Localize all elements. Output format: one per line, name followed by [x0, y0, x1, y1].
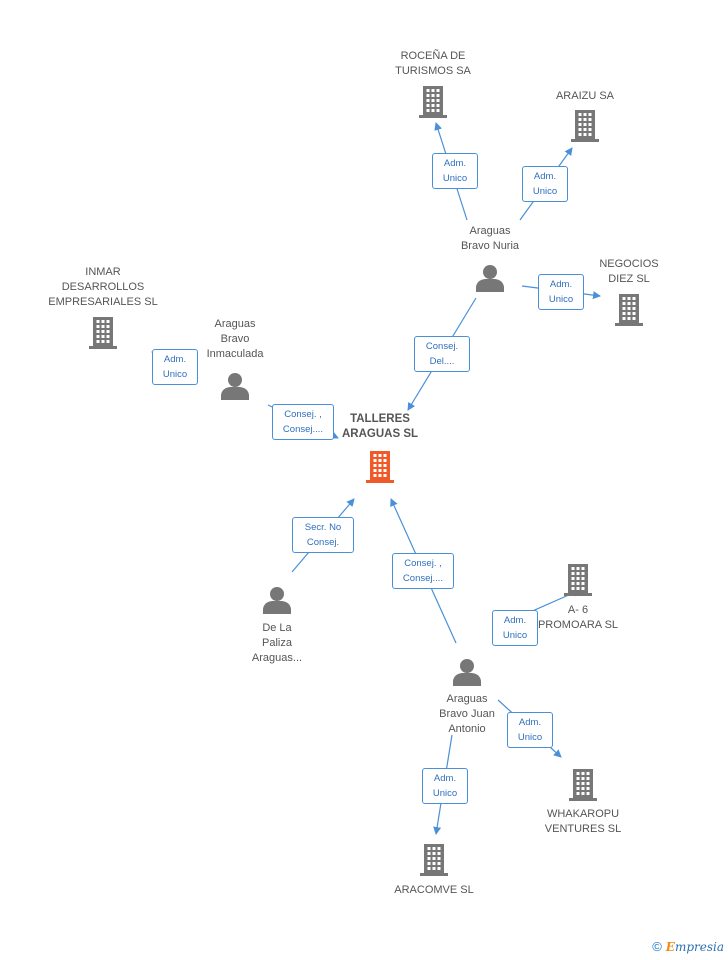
- building-icon[interactable]: [615, 294, 643, 326]
- building-icon[interactable]: [419, 86, 447, 118]
- edge-label-juan-talleres[interactable]: Consej. , Consej....: [392, 553, 454, 589]
- node-label-line: Bravo Nuria: [460, 240, 520, 252]
- edge-label-line: Unico: [432, 788, 458, 799]
- edge-label-line: Unico: [517, 732, 543, 743]
- node-label-line: DESARROLLOS: [61, 281, 145, 293]
- edge-label-inmaculada-talleres[interactable]: Consej. , Consej....: [272, 404, 334, 440]
- node-label-line: ARAGUAS SL: [341, 428, 419, 440]
- node-label-line: De La: [262, 622, 292, 634]
- node-label-aracomve[interactable]: ARACOMVE SL: [354, 883, 514, 898]
- node-label-line: WHAKAROPU: [546, 808, 620, 820]
- edge-label-line: Consej.: [425, 341, 459, 352]
- node-label-a6[interactable]: A- 6 PROMOARA SL: [498, 603, 658, 633]
- edge-label-line: Unico: [442, 173, 468, 184]
- building-icon[interactable]: [366, 451, 394, 483]
- building-icon[interactable]: [564, 564, 592, 596]
- edge-label-line: Secr. No: [304, 522, 342, 533]
- edge-label-juan-aracomve[interactable]: Adm. Unico: [422, 768, 468, 804]
- node-label-line: PROMOARA SL: [537, 619, 619, 631]
- edge-label-line: Consej.: [306, 537, 340, 548]
- node-label-line: Araguas: [214, 318, 256, 330]
- person-icon[interactable]: [476, 265, 504, 292]
- node-label-line: Araguas...: [251, 652, 303, 664]
- node-label-line: VENTURES SL: [544, 823, 622, 835]
- edge-label-line: Consej....: [402, 573, 444, 584]
- edge-label-line: Unico: [502, 630, 528, 641]
- building-icon[interactable]: [420, 844, 448, 876]
- node-label-line: ROCEÑA DE: [400, 50, 466, 62]
- node-label-line: TURISMOS SA: [395, 65, 471, 77]
- edge-label-line: Del....: [429, 356, 455, 367]
- edge-label-line: Unico: [532, 186, 558, 197]
- node-label-line: DIEZ SL: [608, 273, 650, 285]
- edge-label-nuria-rocena[interactable]: Adm. Unico: [432, 153, 478, 189]
- edge-label-line: Adm.: [443, 158, 467, 169]
- node-label-line: EMPRESARIALES SL: [48, 296, 158, 308]
- edge-label-line: Adm.: [533, 171, 557, 182]
- node-label-araizu[interactable]: ARAIZU SA: [505, 89, 665, 104]
- node-label-line: Inmaculada: [206, 348, 264, 360]
- node-label-line: Bravo: [220, 333, 250, 345]
- edge-label-line: Consej....: [282, 424, 324, 435]
- node-label-line: Antonio: [448, 723, 486, 735]
- person-icon[interactable]: [221, 373, 249, 400]
- edge-label-line: Unico: [548, 294, 574, 305]
- node-label-line: A- 6: [567, 604, 589, 616]
- building-icon[interactable]: [89, 317, 117, 349]
- node-label-line: NEGOCIOS: [599, 258, 659, 270]
- edge-label-juan-whakaropu[interactable]: Adm. Unico: [507, 712, 553, 748]
- node-label-line: ARAIZU SA: [555, 90, 615, 102]
- building-icon[interactable]: [569, 769, 597, 801]
- node-label-negocios[interactable]: NEGOCIOS DIEZ SL: [549, 257, 709, 287]
- edge-label-inmaculada-inmar[interactable]: Adm. Unico: [152, 349, 198, 385]
- person-icon[interactable]: [263, 587, 291, 614]
- node-label-line: INMAR: [85, 266, 121, 278]
- edge-label-nuria-araizu[interactable]: Adm. Unico: [522, 166, 568, 202]
- node-label-rocena[interactable]: ROCEÑA DE TURISMOS SA: [353, 49, 513, 79]
- edge-label-line: Consej. ,: [284, 409, 322, 420]
- edge-label-line: Adm.: [163, 354, 187, 365]
- copyright-icon: ©: [652, 939, 662, 954]
- brand-logo[interactable]: Empresia: [665, 939, 724, 954]
- edge-label-line: Adm.: [433, 773, 457, 784]
- building-icon[interactable]: [571, 110, 599, 142]
- edge-label-line: Adm.: [503, 615, 527, 626]
- edge-label-nuria-talleres[interactable]: Consej. Del....: [414, 336, 470, 372]
- edge-label-line: Consej. ,: [404, 558, 442, 569]
- node-label-line: Bravo Juan: [439, 708, 495, 720]
- node-label-line: Paliza: [262, 637, 292, 649]
- edge-label-line: Adm.: [549, 279, 573, 290]
- node-label-line: Araguas: [446, 693, 488, 705]
- node-label-line: Araguas: [469, 225, 511, 237]
- node-label-inmar[interactable]: INMAR DESARROLLOS EMPRESARIALES SL: [23, 265, 183, 310]
- person-icon[interactable]: [453, 659, 481, 686]
- edge-label-line: Adm.: [518, 717, 542, 728]
- edge-label-paliza-talleres[interactable]: Secr. No Consej.: [292, 517, 354, 553]
- footer-brand: © Empresia: [652, 939, 724, 954]
- edge-label-nuria-negocios[interactable]: Adm. Unico: [538, 274, 584, 310]
- node-label-whakaropu[interactable]: WHAKAROPU VENTURES SL: [503, 807, 663, 837]
- node-label-line: TALLERES: [350, 413, 410, 425]
- node-label-talleres[interactable]: TALLERES ARAGUAS SL: [300, 412, 460, 442]
- node-label-line: ARACOMVE SL: [394, 884, 474, 896]
- edge-label-line: Unico: [162, 369, 188, 380]
- edge-label-juan-a6[interactable]: Adm. Unico: [492, 610, 538, 646]
